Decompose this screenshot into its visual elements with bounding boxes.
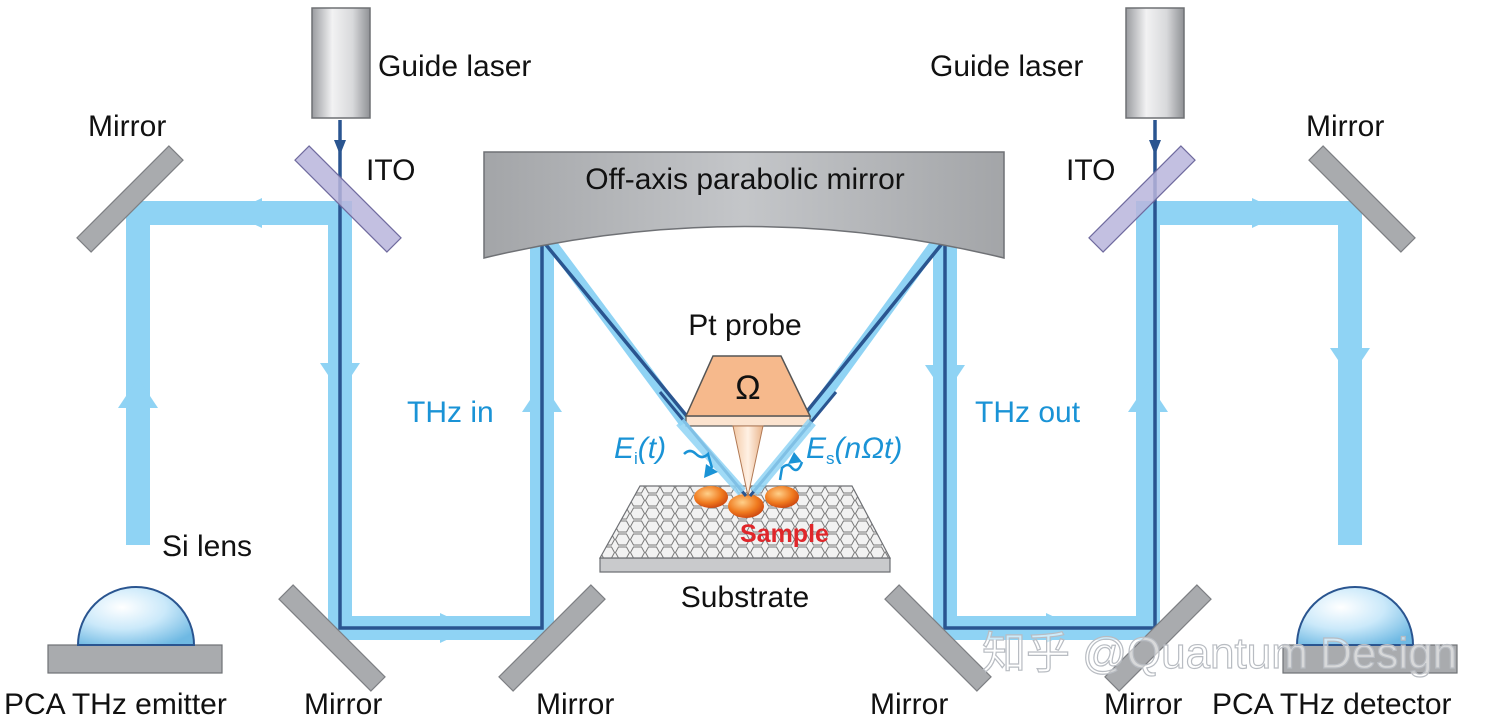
label-substrate: Substrate bbox=[681, 581, 809, 614]
label-thz-out: THz out bbox=[975, 396, 1081, 429]
label-incident-field: Ei(t) bbox=[614, 432, 666, 468]
ito-plate-left bbox=[294, 145, 402, 253]
si-lens-left bbox=[76, 586, 196, 646]
guide-laser-beam-right bbox=[798, 120, 1157, 630]
pt-probe bbox=[684, 355, 812, 497]
label-mirror-bottom-3: Mirror bbox=[870, 688, 948, 721]
label-si-lens: Si lens bbox=[162, 530, 252, 563]
label-pca-emitter: PCA THz emitter bbox=[4, 688, 227, 721]
label-ito-right: ITO bbox=[1066, 154, 1115, 187]
watermark: 知乎 @Quantum Design bbox=[982, 629, 1457, 678]
pca-emitter-base bbox=[47, 644, 223, 674]
label-pt-probe: Pt probe bbox=[688, 309, 801, 342]
label-mirror-bottom-1: Mirror bbox=[304, 688, 382, 721]
guide-laser-left bbox=[311, 7, 371, 119]
field-wave-arrows bbox=[683, 449, 804, 481]
pca-detector-base bbox=[1282, 644, 1458, 674]
mirror-top-right bbox=[1308, 145, 1416, 253]
mirror-bottom-2 bbox=[498, 584, 606, 692]
guide-arrow-left-icon bbox=[334, 140, 346, 155]
guide-laser-right bbox=[1125, 7, 1185, 119]
substrate bbox=[598, 485, 891, 573]
incident-field-arrow-icon bbox=[704, 464, 718, 478]
focus-beams-thz bbox=[676, 418, 816, 496]
label-mirror-bottom-2: Mirror bbox=[536, 688, 614, 721]
guide-arrow-right-icon bbox=[1149, 140, 1161, 155]
mirror-bottom-1 bbox=[278, 584, 386, 692]
label-ito-left: ITO bbox=[366, 154, 415, 187]
label-thz-in: THz in bbox=[407, 396, 494, 429]
sample-droplets bbox=[694, 486, 799, 518]
guide-laser-beam-left bbox=[338, 120, 692, 630]
label-scattered-field: Es(nΩt) bbox=[806, 432, 902, 468]
off-axis-parabolic-mirror bbox=[483, 151, 1005, 259]
label-mirror-top-left: Mirror bbox=[88, 110, 166, 143]
mirror-top-left bbox=[76, 145, 184, 253]
label-mirror-top-right: Mirror bbox=[1306, 110, 1384, 143]
label-pca-detector: PCA THz detector bbox=[1212, 688, 1452, 721]
label-guide-laser-right: Guide laser bbox=[930, 50, 1083, 83]
mirror-bottom-4 bbox=[1104, 584, 1212, 692]
label-sample: Sample bbox=[740, 520, 829, 548]
scattered-field-arrow-icon bbox=[788, 452, 802, 464]
label-guide-laser-left: Guide laser bbox=[378, 50, 531, 83]
label-probe-omega: Ω bbox=[735, 369, 760, 407]
si-lens-right bbox=[1295, 586, 1415, 646]
ito-plate-right bbox=[1088, 145, 1196, 253]
label-mirror-bottom-4: Mirror bbox=[1104, 688, 1182, 721]
label-off-axis-parabolic-mirror: Off-axis parabolic mirror bbox=[585, 163, 905, 196]
mirror-bottom-3 bbox=[884, 584, 992, 692]
